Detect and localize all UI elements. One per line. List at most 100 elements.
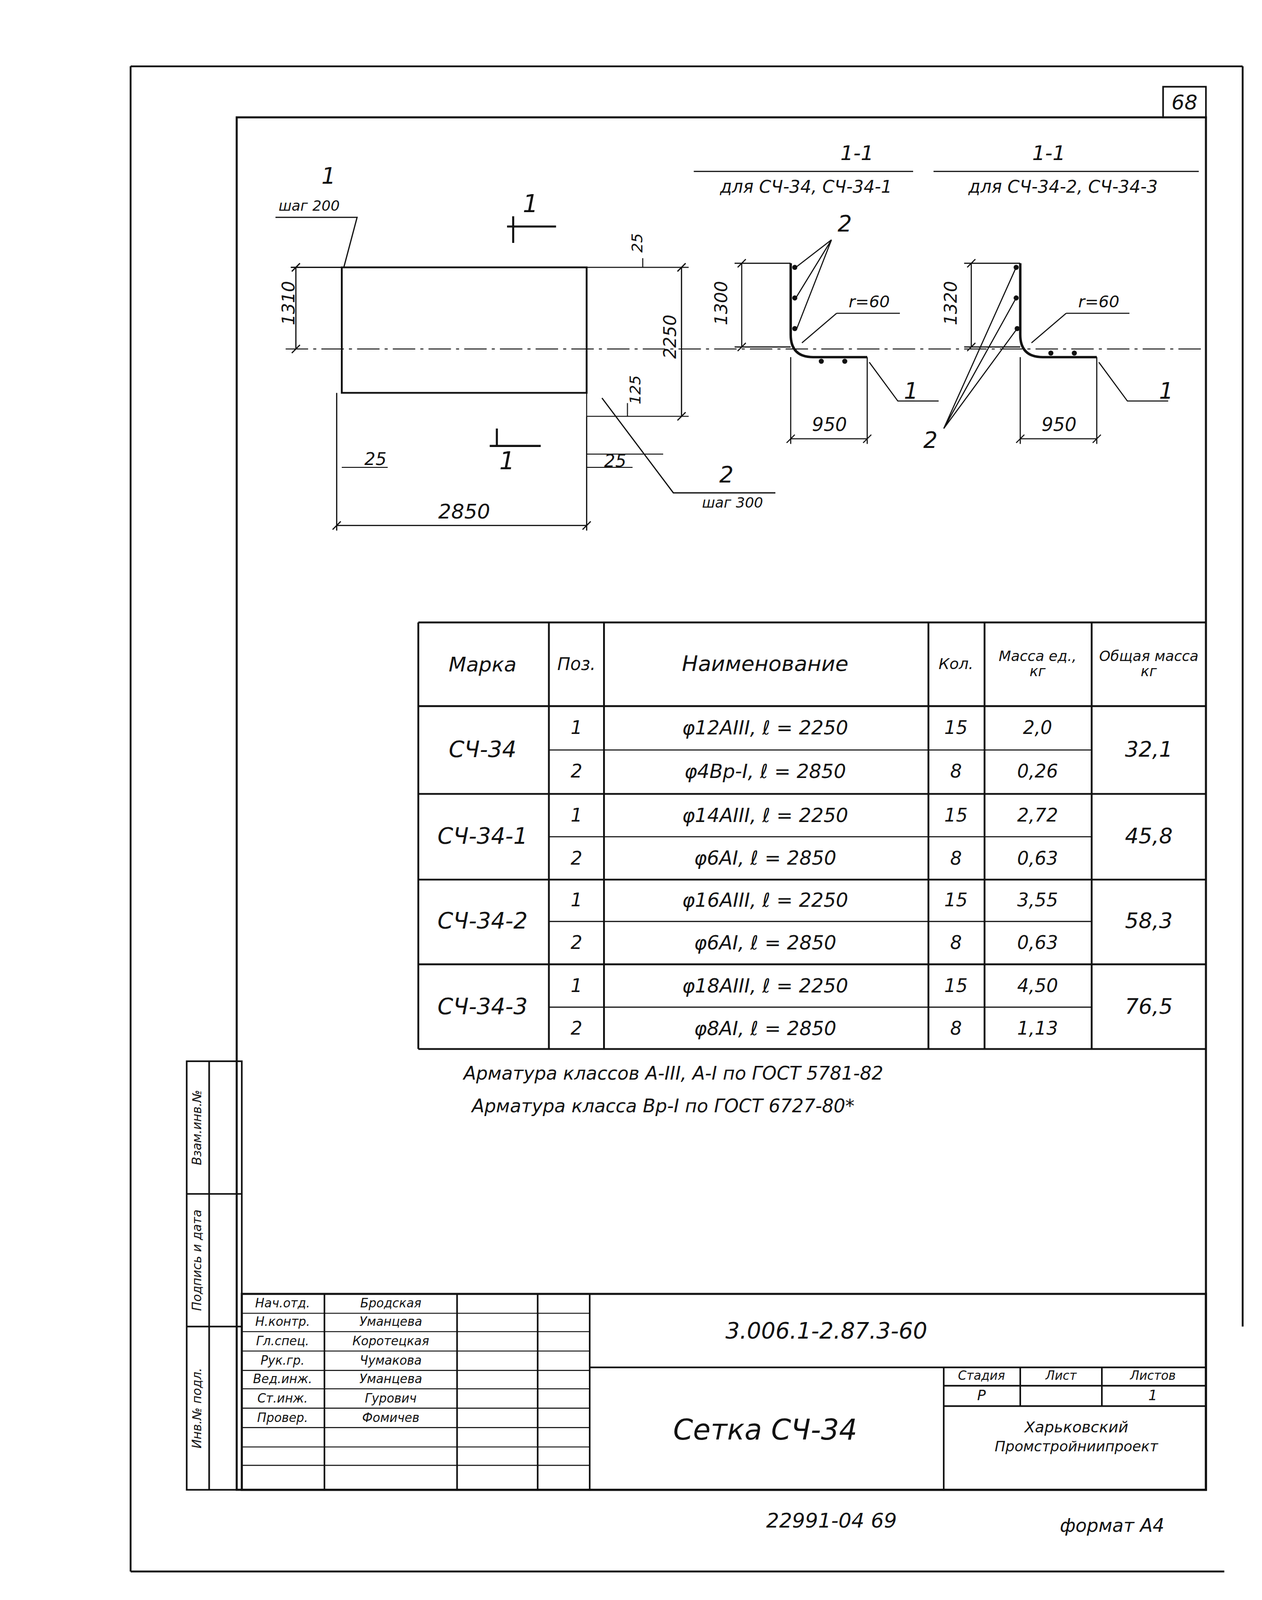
drawing-label: 8: [950, 761, 962, 782]
drawing-label: φ16АIII, ℓ = 2250: [682, 888, 849, 911]
drawing-label: 1320: [941, 280, 961, 325]
drawing-label: Промстройниипроект: [994, 1438, 1158, 1455]
drawing-label: Листов: [1129, 1369, 1176, 1383]
drawing-label: Гл.спец.: [256, 1334, 310, 1348]
drawing-label: 0,63: [1017, 932, 1058, 953]
drawing-label: для СЧ-34, СЧ-34-1: [719, 177, 892, 196]
drawing-label: 2: [923, 428, 938, 454]
drawing-label: 2: [719, 462, 734, 488]
drawing-label: φ12АIII, ℓ = 2250: [682, 716, 849, 738]
drawing-label: 15: [944, 975, 968, 996]
drawing-label: Уманцева: [359, 1372, 423, 1387]
drawing-label: Сетка СЧ-34: [673, 1414, 858, 1446]
drawing-label: r=60: [848, 293, 890, 312]
drawing-label: Поз.: [557, 654, 596, 674]
drawing-label: 68: [1171, 90, 1198, 114]
drawing-label: формат А4: [1059, 1514, 1165, 1536]
drawing-label: 2: [570, 761, 583, 782]
drawing-label: 1300: [711, 280, 731, 325]
drawing-label: Арматура класса Вр-I по ГОСТ 6727-80*: [471, 1095, 855, 1117]
drawing-label: Масса ед., кг: [989, 648, 1087, 680]
drawing-label: 0,26: [1017, 761, 1058, 782]
drawing-label: 1-1: [1031, 142, 1066, 165]
drawing-label: 1: [904, 379, 919, 404]
drawing-label: 4,50: [1017, 975, 1058, 996]
drawing-label: Арматура классов А-III, А-I по ГОСТ 5781…: [463, 1063, 884, 1084]
drawing-label: Р: [977, 1387, 986, 1404]
drawing-label: 1: [570, 889, 583, 910]
drawing-label: 1: [570, 717, 583, 738]
drawing-label: Марка: [448, 652, 517, 676]
drawing-label: 2,72: [1017, 805, 1058, 826]
drawing-label: 25: [364, 449, 387, 469]
drawing-label: 2850: [438, 499, 491, 523]
drawing-label: 1: [1148, 1387, 1158, 1404]
drawing-label: Стадия: [958, 1369, 1005, 1383]
drawing-label: 1: [499, 447, 516, 475]
drawing-label: 125: [627, 374, 645, 405]
drawing-label: Уманцева: [359, 1315, 423, 1329]
drawing-label: 32,1: [1124, 737, 1173, 762]
drawing-label: 950: [1041, 414, 1077, 435]
drawing-label: 1,13: [1017, 1018, 1058, 1039]
drawing-label: φ6АI, ℓ = 2850: [693, 932, 837, 954]
drawing-label: Коротецкая: [352, 1334, 429, 1348]
drawing-label: 25: [629, 232, 647, 253]
drawing-label: Нач.отд.: [255, 1296, 311, 1310]
drawing-label: Вед.инж.: [253, 1372, 313, 1387]
drawing-label: 1: [1158, 379, 1174, 404]
drawing-label: 25: [604, 451, 627, 471]
drawing-label: 8: [950, 847, 962, 869]
drawing-label: 1310: [279, 280, 299, 325]
drawing-label: 1: [321, 164, 336, 189]
drawing-label: СЧ-34-1: [437, 824, 528, 849]
drawing-label: 3,55: [1017, 889, 1058, 910]
drawing-label: 45,8: [1124, 824, 1173, 849]
drawing-label: 8: [950, 932, 962, 953]
drawing-label: шаг 200: [278, 198, 340, 214]
drawing-label: 2,0: [1022, 717, 1053, 738]
drawing-label: φ4Вр-I, ℓ = 2850: [684, 760, 847, 783]
drawing-label: Бродская: [360, 1296, 422, 1310]
drawing-label: Н.контр.: [255, 1315, 311, 1329]
drawing-label: Общая масса кг: [1097, 648, 1200, 680]
drawing-label: 1: [570, 975, 583, 996]
drawing-label: Ст.инж.: [257, 1391, 309, 1405]
drawing-label: 15: [944, 805, 968, 826]
drawing-label: 2: [570, 932, 583, 953]
drawing-label: 22991-04 69: [766, 1508, 898, 1531]
drawing-label: Рук.гр.: [260, 1353, 305, 1368]
drawing-label: 15: [944, 889, 968, 910]
drawing-label: СЧ-34-2: [437, 908, 528, 934]
drawing-label: 1: [570, 805, 583, 826]
drawing-label: 2: [570, 847, 583, 869]
drawing-label: 950: [811, 414, 847, 435]
drawing-label: 1-1: [840, 142, 874, 165]
drawing-label: φ14АIII, ℓ = 2250: [682, 804, 849, 826]
drawing-label: 8: [950, 1018, 962, 1039]
drawing-label: Харьковский: [1024, 1418, 1129, 1436]
drawing-label: 2250: [660, 314, 680, 359]
drawing-label: 3.006.1-2.87.3-60: [725, 1318, 928, 1344]
drawing-label: Гурович: [364, 1391, 417, 1405]
drawing-label: Инв.№ подл.: [191, 1367, 205, 1449]
drawing-label: шаг 300: [702, 495, 764, 511]
drawing-label: 0,63: [1017, 847, 1058, 869]
drawing-label: 76,5: [1124, 995, 1173, 1019]
drawing-label: для СЧ-34-2, СЧ-34-3: [968, 177, 1158, 196]
drawing-label: Фомичев: [362, 1411, 420, 1425]
drawing-label: φ18АIII, ℓ = 2250: [682, 974, 849, 996]
drawing-label: 2: [570, 1018, 583, 1039]
drawing-label: 15: [944, 717, 968, 738]
drawing-label: Чумакова: [359, 1353, 422, 1368]
drawing-label: Подпись и дата: [191, 1208, 205, 1311]
drawing-label: 1: [522, 190, 539, 218]
drawing-label: Провер.: [257, 1411, 308, 1425]
drawing-label: Взам.инв.№: [191, 1089, 205, 1165]
drawing-label: 58,3: [1124, 909, 1173, 934]
drawing-label: 2: [837, 212, 853, 237]
drawing-label: СЧ-34-3: [437, 994, 528, 1020]
drawing-label: r=60: [1078, 293, 1120, 312]
drawing-label: φ6АI, ℓ = 2850: [693, 847, 837, 869]
